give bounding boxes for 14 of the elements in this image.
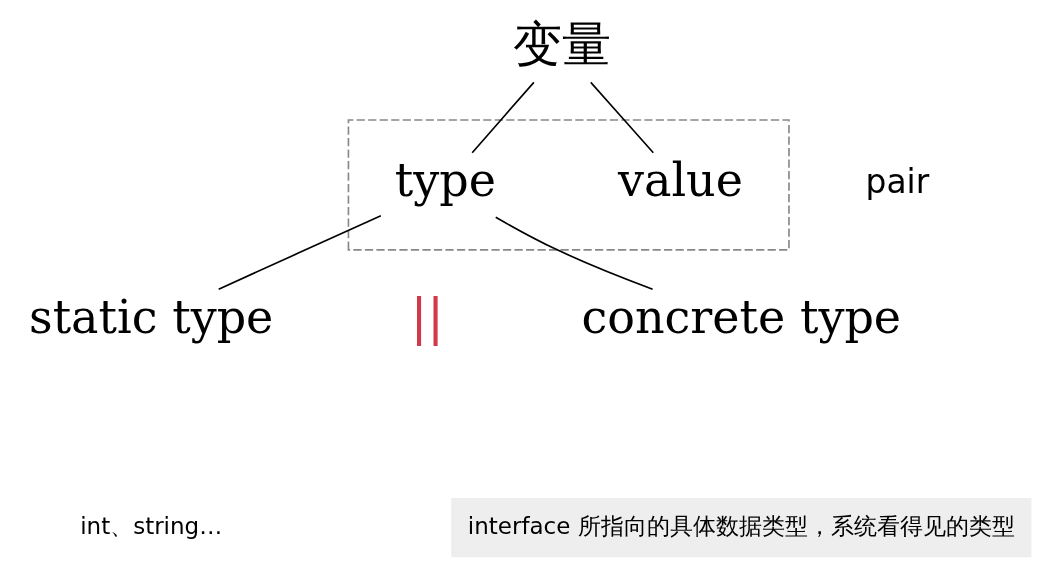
node-text: type bbox=[394, 153, 497, 208]
node-label: pair bbox=[865, 162, 930, 202]
node-text: concrete type bbox=[581, 289, 902, 344]
connector bbox=[471, 81, 535, 154]
cluster bbox=[347, 119, 790, 251]
label: interface 所指向的具体数据类型，系统看得见的类型 bbox=[467, 512, 1015, 539]
node-text: value bbox=[617, 153, 743, 208]
connector bbox=[217, 214, 382, 290]
node-text: static type bbox=[29, 289, 274, 344]
label: || bbox=[410, 287, 444, 346]
node-text: 变量 bbox=[513, 14, 612, 73]
label: int、string… bbox=[80, 512, 223, 539]
connector bbox=[589, 81, 655, 154]
connector bbox=[494, 216, 654, 290]
